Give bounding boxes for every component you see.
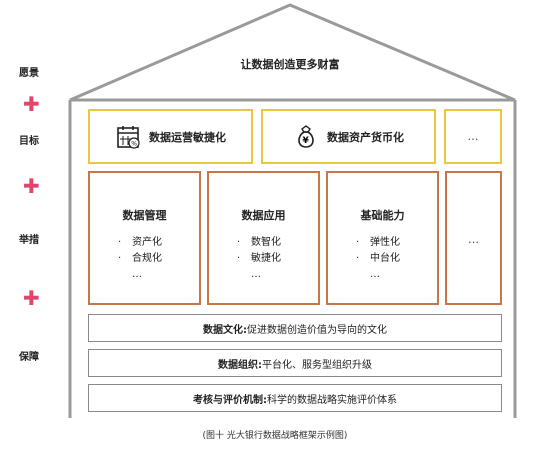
goal-box-asset-monetize: ¥ 数据资产货币化 <box>261 109 436 164</box>
foundation-text: 科学的数据战略实施评价体系 <box>267 394 397 406</box>
foundation-text: 促进数据创造价值为导向的文化 <box>247 324 387 336</box>
side-label-guarantee: 保障 <box>19 352 39 363</box>
foundation-evaluation: 考核与评价机制: 科学的数据战略实施评价体系 <box>88 384 502 412</box>
pillar-more: … <box>445 171 502 305</box>
foundation-text: 平台化、服务型组织升级 <box>262 359 372 371</box>
foundation-label: 考核与评价机制: <box>193 394 267 406</box>
calendar-percent-icon: % <box>117 125 140 149</box>
plus-icon: ✚ <box>23 92 40 116</box>
foundation-label: 数据文化: <box>203 324 247 336</box>
more-ellipsis: … <box>467 130 479 143</box>
figure-caption: (图十 光大银行数据战略框架示例图) <box>202 431 348 441</box>
pillar-data-application: 数据应用 ·数智化 ·敏捷化 … <box>207 171 320 305</box>
side-label-measures: 举措 <box>19 235 39 246</box>
pillar-more: … <box>132 269 142 280</box>
pillar-item: ·数智化 <box>237 237 281 248</box>
goal-box-agile-ops: % 数据运营敏捷化 <box>88 109 253 164</box>
pillar-data-management: 数据管理 ·资产化 ·合规化 … <box>88 171 201 305</box>
pillar-item: ·中台化 <box>356 253 400 264</box>
foundation-label: 数据组织: <box>218 359 262 371</box>
foundation-data-organization: 数据组织: 平台化、服务型组织升级 <box>88 349 502 377</box>
money-bag-icon: ¥ <box>298 124 314 148</box>
svg-text:%: % <box>131 140 137 147</box>
pillar-item: ·弹性化 <box>356 237 400 248</box>
pillar-title: 基础能力 <box>360 209 405 222</box>
pillar-item: ·资产化 <box>118 237 162 248</box>
goal-label: 数据资产货币化 <box>327 130 404 144</box>
side-label-goal: 目标 <box>19 136 39 147</box>
side-label-vision: 愿景 <box>19 68 39 79</box>
foundation-data-culture: 数据文化: 促进数据创造价值为导向的文化 <box>88 314 502 342</box>
pillar-more: … <box>370 269 380 280</box>
plus-icon: ✚ <box>23 286 40 310</box>
vision-text: 让数据创造更多财富 <box>240 58 340 71</box>
more-ellipsis: … <box>468 233 479 246</box>
goal-box-more: … <box>444 109 502 164</box>
pillar-item: ·敏捷化 <box>237 253 281 264</box>
svg-text:¥: ¥ <box>303 136 310 146</box>
pillar-basic-capability: 基础能力 ·弹性化 ·中台化 … <box>326 171 439 305</box>
pillar-title: 数据管理 <box>122 209 167 222</box>
pillar-title: 数据应用 <box>241 209 286 222</box>
pillar-item: ·合规化 <box>118 253 162 264</box>
pillar-more: … <box>251 269 261 280</box>
plus-icon: ✚ <box>23 174 40 198</box>
goal-label: 数据运营敏捷化 <box>149 130 226 144</box>
